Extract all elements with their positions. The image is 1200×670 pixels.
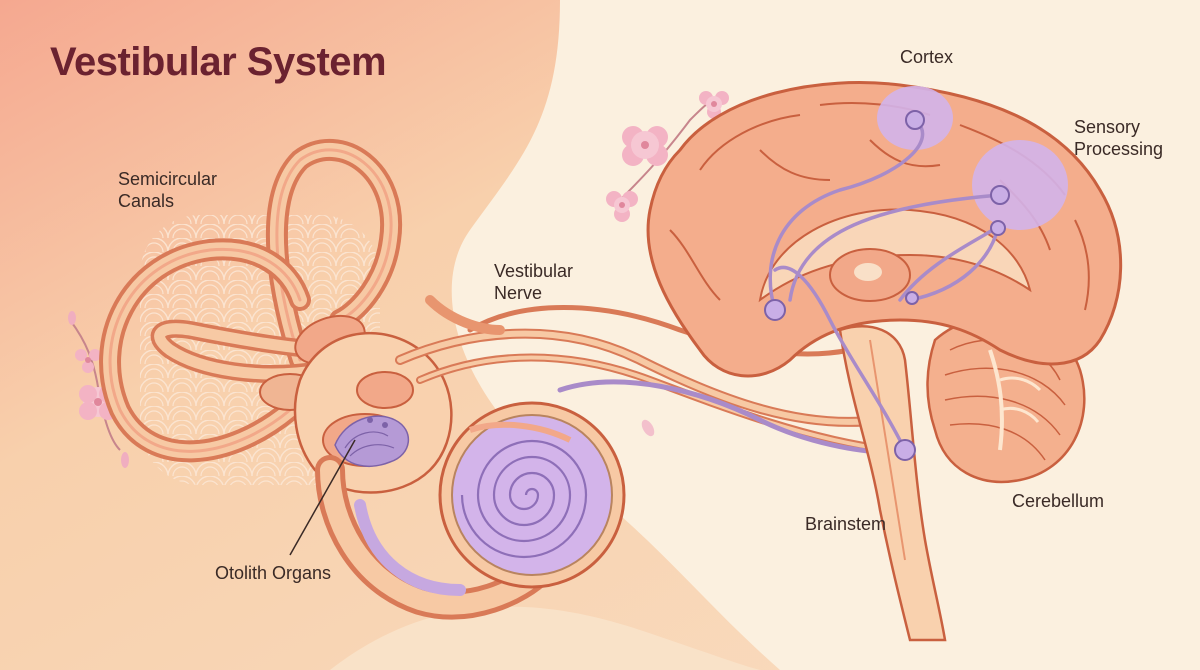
- pathway-nodes: [764, 110, 1010, 461]
- label-semicircular-line2: Canals: [118, 191, 175, 211]
- label-brainstem: Brainstem: [805, 513, 886, 535]
- label-sensory-processing: Sensory Processing: [1074, 116, 1163, 160]
- label-cortex-text: Cortex: [900, 47, 954, 67]
- label-otolith-organs: Otolith Organs: [215, 562, 331, 584]
- label-cortex: Cortex: [900, 46, 953, 68]
- lower-wave: [330, 606, 760, 670]
- otolith-macula: [334, 415, 410, 468]
- label-nerve-line2: Nerve: [494, 283, 543, 303]
- label-cerebellum-text: Cerebellum: [1012, 491, 1105, 511]
- label-cerebellum: Cerebellum: [1012, 490, 1104, 512]
- label-vestibular-nerve: Vestibular Nerve: [494, 260, 573, 304]
- label-sensory-line2: Processing: [1074, 139, 1164, 159]
- label-nerve-line1: Vestibular: [494, 261, 574, 281]
- diagram-title: Vestibular System: [50, 40, 387, 84]
- otolith-leader-line: [289, 439, 356, 556]
- label-semicircular-canals: Semicircular Canals: [118, 168, 217, 212]
- brainstem-line: [869, 339, 906, 561]
- cherry-blossom-top: [606, 91, 729, 437]
- label-sensory-line1: Sensory: [1074, 117, 1141, 137]
- cochlea: [315, 401, 626, 620]
- label-brainstem-text: Brainstem: [805, 514, 887, 534]
- sensory-processing-highlight: [972, 140, 1068, 230]
- vestibular-nerve: [395, 295, 908, 455]
- label-otolith-text: Otolith Organs: [215, 563, 332, 583]
- semicircular-canals: [99, 138, 403, 463]
- label-semicircular-line1: Semicircular: [118, 169, 218, 189]
- utricle: [356, 371, 414, 409]
